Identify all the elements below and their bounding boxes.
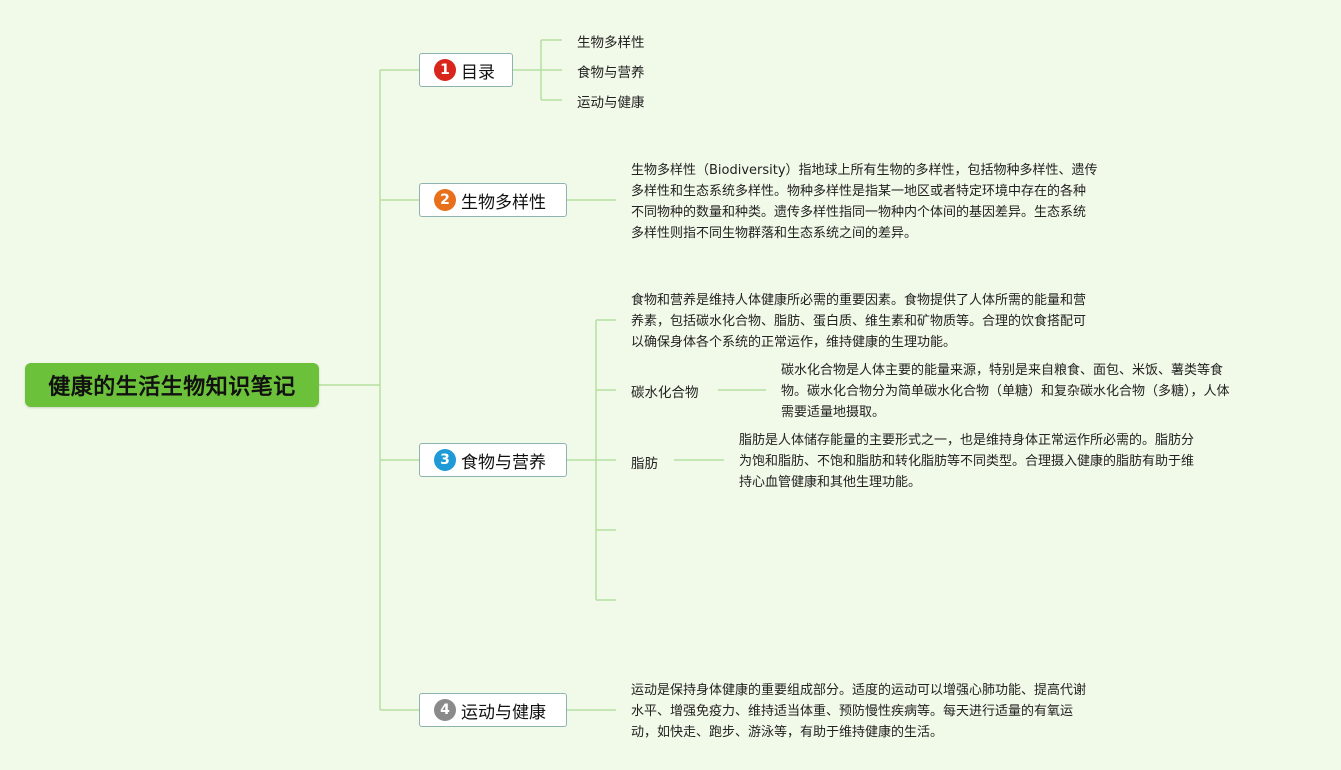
text-line: 需要适量地摄取。 xyxy=(781,405,886,420)
text-line: 水平、增强免疫力、维持适当体重、预防慢性疾病等。每天进行适量的有氧运 xyxy=(631,704,1074,719)
fat-label[interactable]: 脂肪 xyxy=(631,456,658,472)
text-line: 不同物种的数量和种类。遗传多样性指同一物种内个体间的基因差异。生态系统 xyxy=(631,205,1087,220)
branch-label-toc: 目录 xyxy=(461,62,495,83)
toc-item-exercise[interactable]: 运动与健康 xyxy=(577,95,645,111)
badge-1: 1 xyxy=(434,59,456,81)
text-line: 养素，包括碳水化合物、脂肪、蛋白质、维生素和矿物质等。合理的饮食搭配可 xyxy=(631,314,1087,329)
badge-4: 4 xyxy=(434,699,456,721)
branch-label-biodiversity: 生物多样性 xyxy=(461,192,546,213)
badge-2: 2 xyxy=(434,189,456,211)
fat-text: 脂肪是人体储存能量的主要形式之一，也是维持身体正常运作所必需的。脂肪分 为饱和脂… xyxy=(739,430,1194,493)
biodiversity-text: 生物多样性（Biodiversity）指地球上所有生物的多样性，包括物种多样性、… xyxy=(631,160,1098,244)
text-line: 碳水化合物是人体主要的能量来源，特别是来自粮食、面包、米饭、薯类等食 xyxy=(781,363,1224,378)
text-line: 多样性则指不同生物群落和生态系统之间的差异。 xyxy=(631,226,918,241)
text-line: 多样性和生态系统多样性。物种多样性是指某一地区或者特定环境中存在的各种 xyxy=(631,184,1087,199)
carbs-label[interactable]: 碳水化合物 xyxy=(631,385,699,401)
toc-item-biodiversity[interactable]: 生物多样性 xyxy=(577,35,645,51)
text-line: 持心血管健康和其他生理功能。 xyxy=(739,475,922,490)
carbs-text: 碳水化合物是人体主要的能量来源，特别是来自粮食、面包、米饭、薯类等食 物。碳水化… xyxy=(781,360,1230,423)
branch-label-nutrition: 食物与营养 xyxy=(461,452,546,473)
text-line: 运动是保持身体健康的重要组成部分。适度的运动可以增强心肺功能、提高代谢 xyxy=(631,683,1087,698)
text-line: 生物多样性（Biodiversity）指地球上所有生物的多样性，包括物种多样性、… xyxy=(631,163,1098,178)
branch-toc[interactable]: 1 目录 xyxy=(419,53,513,87)
toc-item-nutrition[interactable]: 食物与营养 xyxy=(577,65,645,81)
branch-label-exercise: 运动与健康 xyxy=(461,702,546,723)
root-topic[interactable]: 健康的生活生物知识笔记 xyxy=(25,363,319,407)
text-line: 脂肪是人体储存能量的主要形式之一，也是维持身体正常运作所必需的。脂肪分 xyxy=(739,433,1195,448)
text-line: 为饱和脂肪、不饱和脂肪和转化脂肪等不同类型。合理摄入健康的脂肪有助于维 xyxy=(739,454,1195,469)
badge-3: 3 xyxy=(434,449,456,471)
branch-exercise[interactable]: 4 运动与健康 xyxy=(419,693,567,727)
branch-nutrition[interactable]: 3 食物与营养 xyxy=(419,443,567,477)
exercise-text: 运动是保持身体健康的重要组成部分。适度的运动可以增强心肺功能、提高代谢 水平、增… xyxy=(631,680,1086,743)
text-line: 以确保身体各个系统的正常运作，维持健康的生理功能。 xyxy=(631,335,957,350)
nutrition-intro-text: 食物和营养是维持人体健康所必需的重要因素。食物提供了人体所需的能量和营 养素，包… xyxy=(631,290,1086,353)
text-line: 动，如快走、跑步、游泳等，有助于维持健康的生活。 xyxy=(631,725,944,740)
text-line: 食物和营养是维持人体健康所必需的重要因素。食物提供了人体所需的能量和营 xyxy=(631,293,1087,308)
text-line: 物。碳水化合物分为简单碳水化合物（单糖）和复杂碳水化合物（多糖），人体 xyxy=(781,384,1230,399)
root-title: 健康的生活生物知识笔记 xyxy=(48,375,296,400)
branch-biodiversity[interactable]: 2 生物多样性 xyxy=(419,183,567,217)
